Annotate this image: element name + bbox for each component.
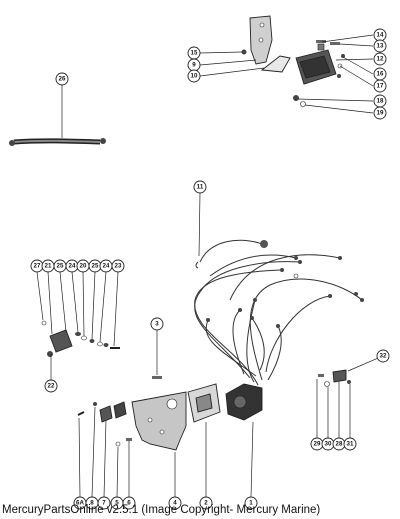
svg-text:32: 32 — [380, 353, 387, 360]
ignition-switch-parts — [41, 320, 120, 357]
svg-text:27: 27 — [34, 263, 41, 270]
small-hardware — [77, 369, 351, 447]
callout-15: 15 — [187, 46, 201, 60]
svg-text:31: 31 — [347, 441, 354, 448]
svg-text:21: 21 — [45, 263, 52, 270]
copyright-footer: MercuryPartsOnline v2.5.1 (Image Copyrig… — [2, 504, 321, 516]
svg-text:24: 24 — [103, 263, 110, 270]
svg-text:9: 9 — [192, 62, 196, 69]
solenoid — [295, 43, 337, 85]
svg-text:1: 1 — [249, 500, 253, 507]
svg-text:23: 23 — [115, 263, 122, 270]
callout-19: 19 — [373, 106, 387, 120]
callout-25: 25 — [53, 259, 67, 273]
callout-32: 32 — [376, 349, 390, 363]
callout-28: 28 — [332, 437, 346, 451]
leader-lines — [36, 34, 384, 498]
svg-text:11: 11 — [197, 184, 204, 191]
svg-text:12: 12 — [377, 56, 384, 63]
callout-21: 21 — [41, 259, 55, 273]
svg-text:30: 30 — [325, 441, 332, 448]
battery-cable — [9, 138, 106, 146]
mounting-plate — [131, 391, 187, 451]
callout-30: 30 — [321, 437, 335, 451]
callout-13: 13 — [373, 39, 387, 53]
svg-text:13: 13 — [377, 43, 384, 50]
svg-text:29: 29 — [314, 441, 321, 448]
callout-12: 12 — [373, 52, 387, 66]
callout-9: 9 — [187, 58, 201, 72]
svg-text:20: 20 — [80, 263, 87, 270]
callout-26: 26 — [55, 72, 69, 86]
callout-23: 23 — [111, 259, 125, 273]
bracket-plate — [260, 55, 291, 73]
svg-text:6: 6 — [127, 500, 131, 507]
svg-text:17: 17 — [377, 83, 384, 90]
gasket — [187, 383, 221, 423]
callout-16: 16 — [373, 67, 387, 81]
callout-3: 3 — [150, 317, 164, 331]
svg-text:2: 2 — [204, 500, 208, 507]
svg-text:14: 14 — [377, 32, 384, 39]
svg-text:28: 28 — [336, 441, 343, 448]
svg-text:26: 26 — [59, 76, 66, 83]
svg-text:5: 5 — [115, 500, 119, 507]
callout-20: 20 — [76, 259, 90, 273]
callout-6: 6 — [122, 496, 136, 510]
svg-text:7: 7 — [102, 500, 106, 507]
svg-text:19: 19 — [377, 110, 384, 117]
callout-14: 14 — [373, 28, 387, 42]
solenoid-bracket — [249, 15, 273, 65]
callout-4: 4 — [168, 496, 182, 510]
callout-7: 7 — [97, 496, 111, 510]
callout-24: 24 — [99, 259, 113, 273]
svg-text:10: 10 — [191, 73, 198, 80]
callout-18: 18 — [373, 94, 387, 108]
solenoid-hardware — [241, 40, 345, 107]
harness-connector — [225, 383, 263, 421]
svg-text:18: 18 — [377, 98, 384, 105]
callout-31: 31 — [343, 437, 357, 451]
callout-10: 10 — [187, 69, 201, 83]
svg-text:4: 4 — [173, 500, 177, 507]
callout-29: 29 — [310, 437, 324, 451]
callout-1: 1 — [244, 496, 258, 510]
callout-25: 25 — [88, 259, 102, 273]
svg-text:24: 24 — [69, 263, 76, 270]
svg-text:25: 25 — [57, 263, 64, 270]
svg-text:8: 8 — [90, 500, 94, 507]
svg-text:22: 22 — [48, 383, 55, 390]
callout-24: 24 — [65, 259, 79, 273]
callout-22: 22 — [44, 379, 58, 393]
callout-17: 17 — [373, 79, 387, 93]
svg-text:25: 25 — [92, 263, 99, 270]
svg-text:16: 16 — [377, 71, 384, 78]
callout-27: 27 — [30, 259, 44, 273]
svg-text:15: 15 — [191, 50, 198, 57]
svg-text:3: 3 — [155, 321, 159, 328]
wiring-harness — [194, 239, 364, 386]
callout-2: 2 — [199, 496, 213, 510]
callout-11: 11 — [193, 180, 207, 194]
svg-text:6A: 6A — [76, 500, 84, 507]
